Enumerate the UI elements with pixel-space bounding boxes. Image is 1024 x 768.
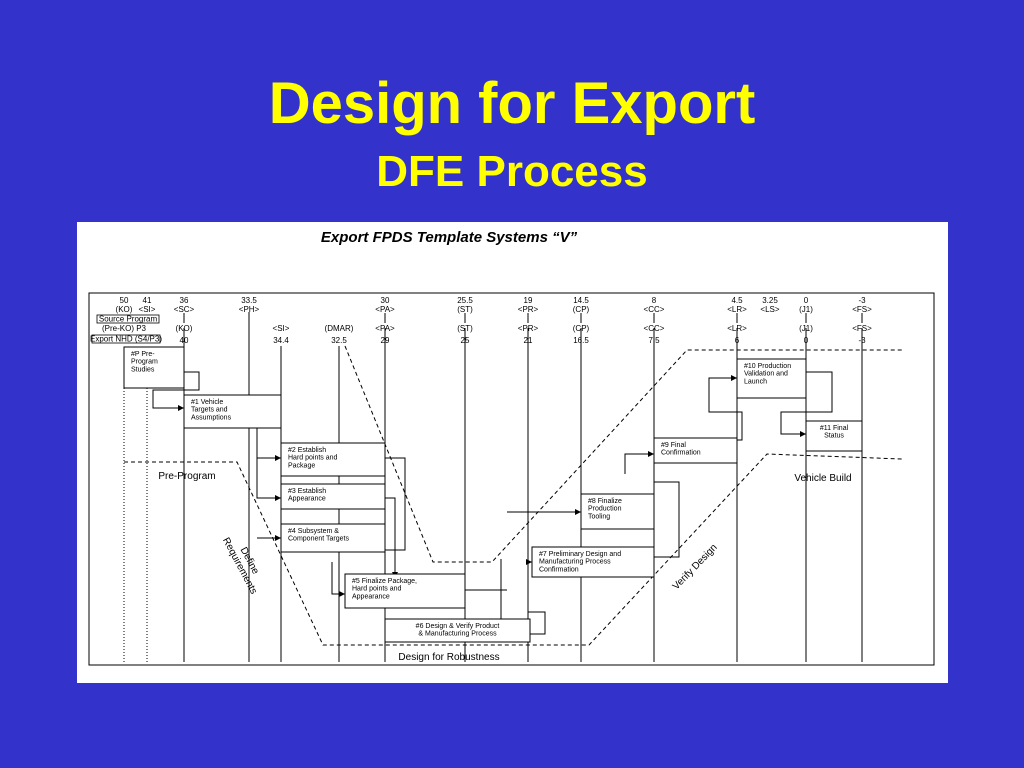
milestone-mid-label: <PR> (518, 324, 539, 333)
arrowhead (275, 535, 281, 541)
process-box-b8 (580, 493, 655, 530)
milestone-headers: 50(KO) (Pre-KO) P3 41<SI> 36<SC> (KO) 40 33.5<… (90, 296, 872, 345)
diagram-title: Export FPDS Template Systems “V” (321, 229, 578, 246)
milestone-bottom-label: -3 (858, 336, 866, 345)
arrowhead (275, 455, 281, 461)
process-box-b2 (280, 442, 386, 477)
process-box-b10 (736, 358, 807, 399)
milestone-mid-label: (J1) (799, 324, 813, 333)
pre-program-label: Pre-Program (158, 471, 215, 482)
milestone-bottom-label: 25 (461, 336, 470, 345)
milestone-top-label: 8<CC> (644, 296, 665, 314)
legend-export-label: Export NHD (S4/P3) (90, 335, 162, 344)
milestone-top-label: 41<SI> (139, 296, 156, 314)
legend-source-label: Source Program (99, 315, 158, 324)
milestone-top-label: 25.5(ST) (457, 296, 473, 314)
arrowhead (800, 431, 806, 437)
process-box-b1 (183, 394, 282, 429)
process-box-label-b4: #4 Subsystem &Component Targets (288, 528, 349, 543)
design-for-robustness-label: Design for Robustness (398, 652, 499, 663)
milestone-bottom-label: 6 (735, 336, 740, 345)
flow-connector (152, 371, 200, 409)
milestone-bottom-label: 40 (180, 336, 189, 345)
milestone-top-label: 50(KO) (116, 296, 133, 314)
outer-phase-outline (124, 453, 903, 646)
milestone-mid-label: (DMAR) (325, 324, 354, 333)
milestone-top-label: 36<SC> (174, 296, 195, 314)
milestone-top-label: 4.5<LR> (727, 296, 747, 314)
flow-connector (624, 453, 654, 474)
arrowhead (275, 495, 281, 501)
milestone-mid-label: <FS> (852, 324, 872, 333)
diagram-panel: Export FPDS Template Systems “V” #P Pre-… (77, 222, 948, 683)
process-box-b5 (344, 573, 466, 609)
milestone-mid-label: <LR> (727, 324, 747, 333)
process-box-b6 (384, 618, 531, 643)
arrowhead (339, 591, 345, 597)
milestone-mid-label: <CC> (644, 324, 665, 333)
arrowhead (648, 451, 654, 457)
arrowhead (526, 559, 532, 565)
process-box-b11 (805, 420, 863, 452)
milestone-bottom-label: 16.5 (573, 336, 589, 345)
milestone-top-label: 30<PA> (375, 296, 395, 314)
milestone-bottom-label: 0 (804, 336, 809, 345)
slide-title: Design for Export (268, 71, 756, 136)
arrowhead (178, 405, 184, 411)
flow-connector (780, 371, 833, 435)
milestone-mid-label: (KO) (176, 324, 193, 333)
define-requirements-label: DefineRequirements (220, 531, 269, 596)
process-box-label-b6: #6 Design & Verify Product& Manufacturin… (416, 623, 500, 638)
milestone-mid-label: (Pre-KO) P3 (102, 324, 147, 333)
milestone-top-label: -3<FS> (852, 296, 872, 314)
legend-export-box (91, 334, 161, 344)
arrowhead (575, 509, 581, 515)
milestone-bottom-label: 7.5 (648, 336, 660, 345)
flow-connector (654, 481, 680, 558)
milestone-top-label: 0(J1) (799, 296, 813, 314)
vehicle-build-label: Vehicle Build (794, 473, 851, 484)
verify-design-label: Verify Design (671, 542, 720, 592)
milestone-top-label: 33.5<PH> (239, 296, 260, 314)
milestone-bottom-label: 34.4 (273, 336, 289, 345)
process-box-b7 (531, 546, 655, 578)
milestone-bottom-label: 29 (381, 336, 390, 345)
milestone-bottom-label: 32.5 (331, 336, 347, 345)
fpds-v-diagram: Export FPDS Template Systems “V” #P Pre-… (88, 229, 935, 666)
flow-connector (385, 497, 396, 578)
legend-source-box (96, 314, 160, 324)
process-box-b4 (280, 523, 386, 553)
inner-phase-outline (344, 345, 902, 563)
process-box-b0 (123, 346, 185, 389)
milestone-top-label: 19<PR> (518, 296, 539, 314)
process-box-b9 (653, 437, 738, 464)
milestone-bottom-label: 21 (524, 336, 533, 345)
milestone-mid-label: <SI> (273, 324, 290, 333)
milestone-top-label: 14.5(CP) (573, 296, 590, 314)
milestone-mid-label: (CP) (573, 324, 590, 333)
slide-subtitle: DFE Process (376, 147, 648, 196)
milestone-lines (123, 312, 863, 662)
flow-connector (708, 377, 743, 441)
process-box-b3 (280, 483, 386, 510)
arrowhead (731, 375, 737, 381)
milestone-mid-label: (ST) (457, 324, 473, 333)
phase-outlines (124, 345, 903, 646)
milestone-top-label: 3.25<LS> (760, 296, 779, 314)
diagram-frame (88, 292, 935, 666)
milestone-mid-label: <PA> (375, 324, 395, 333)
